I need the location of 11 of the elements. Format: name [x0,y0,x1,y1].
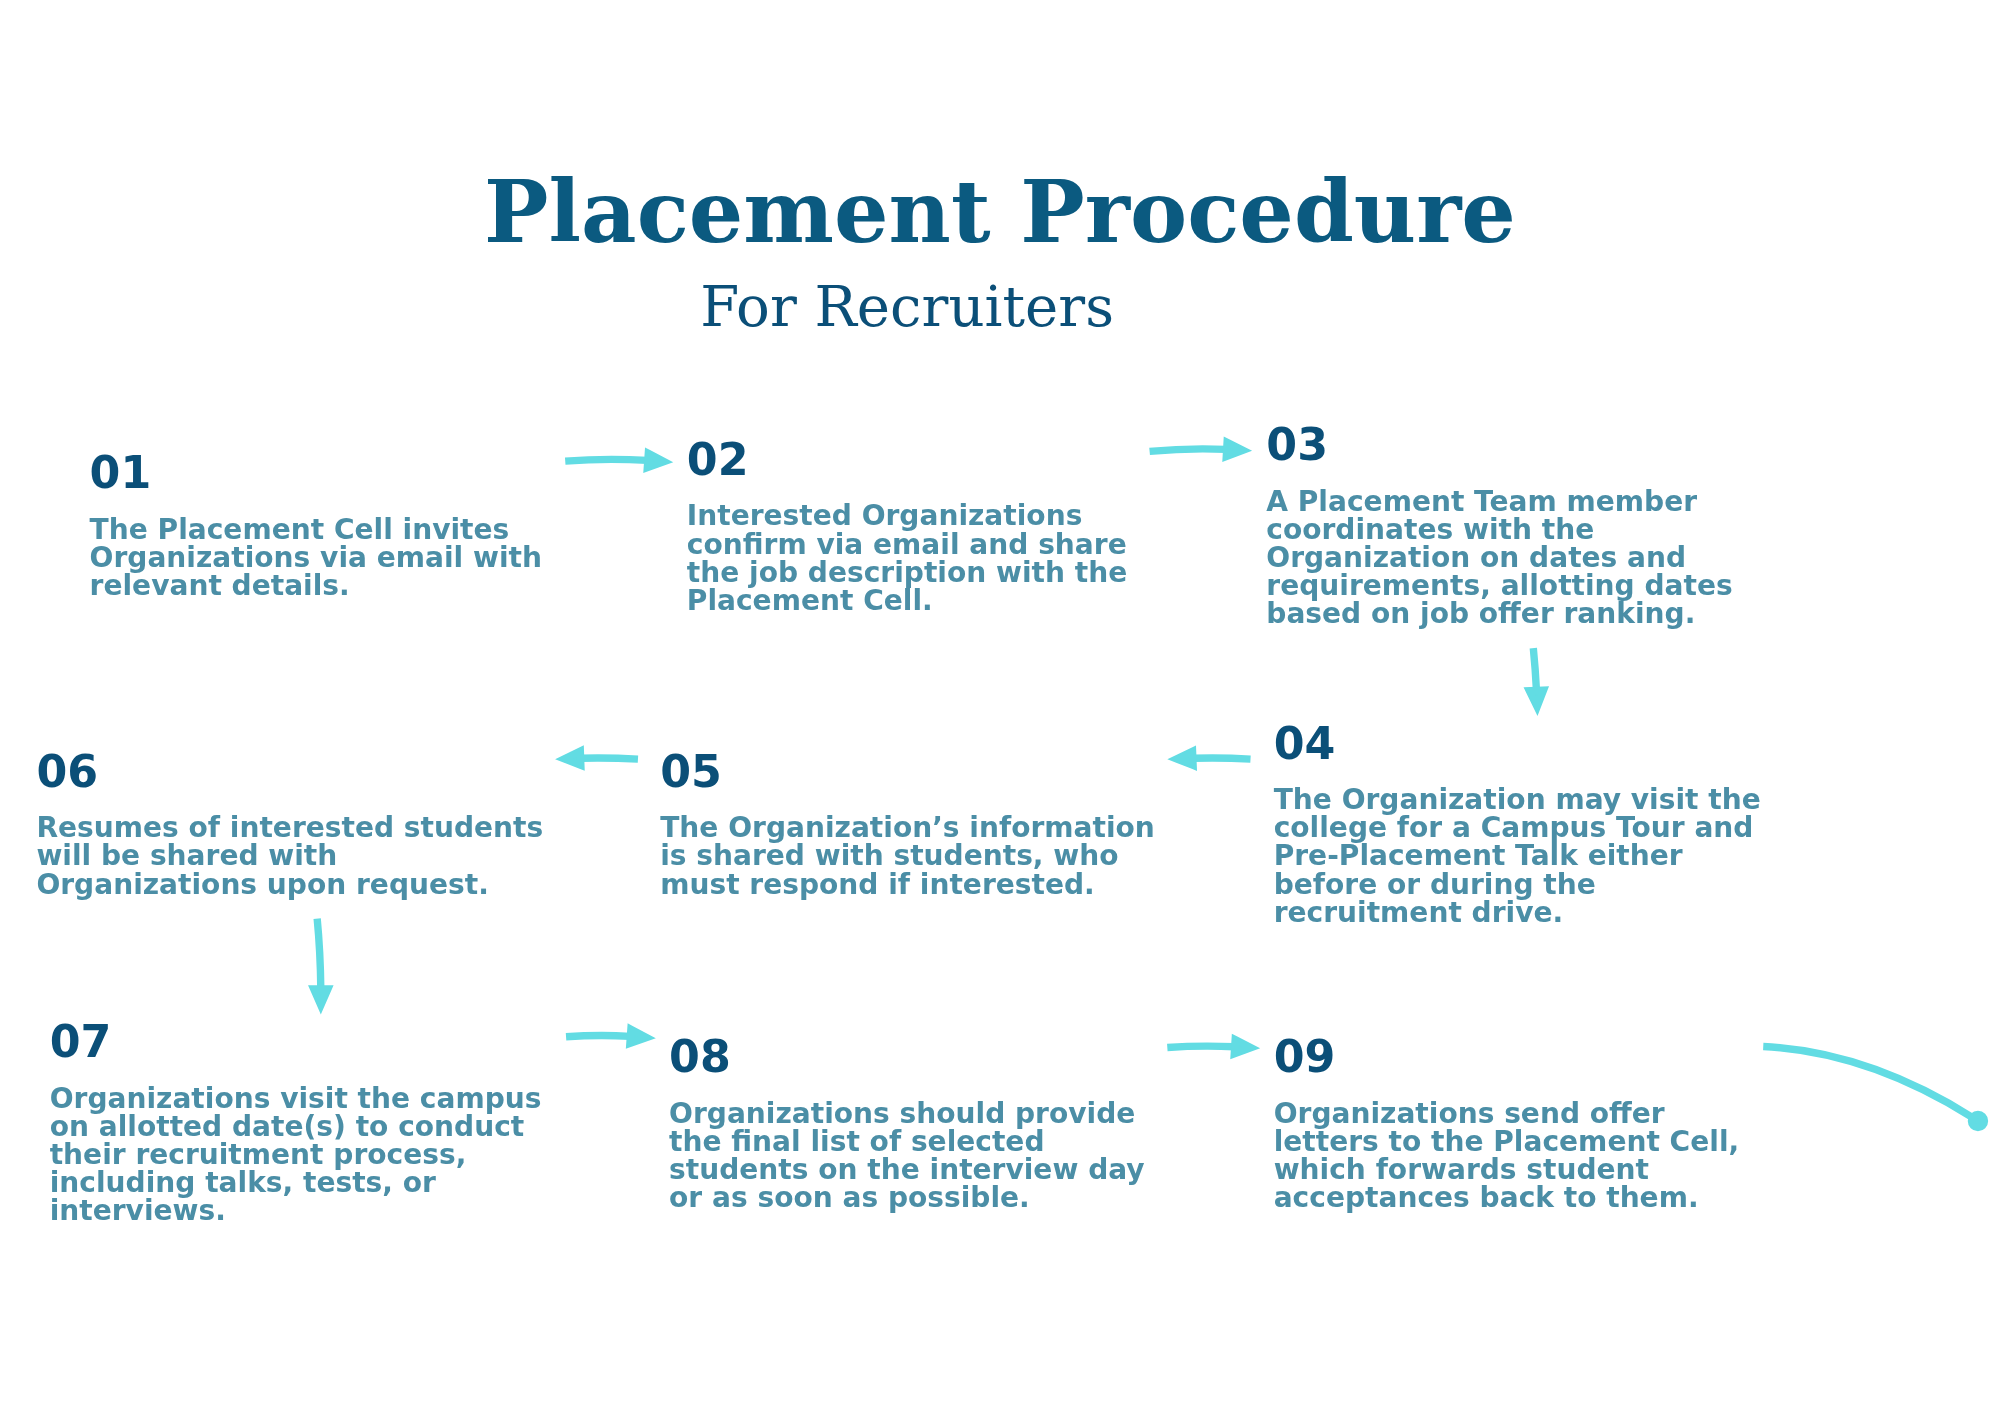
node-text: 05 The Organization’s information is shared with students, who must respond if interested. [660,745,1155,901]
node-text: 07 Organizations visit the campus on allotted date(s) to conduct their recruitment process, including talks, tests, or interviews. [49,1016,542,1228]
diagram-title: Placement Procedure [484,161,1516,262]
node-text: 08 Organizations should provide the final list of selected students on the interview day or as soon as possible. [669,1031,1145,1214]
node-text: 09 Organizations send offer letters to the Placement Cell, which forwards student acceptances back to them. [1273,1031,1740,1214]
node-text: 02 Interested Organizations confirm via email and share the job description with the Placement Cell. [686,433,1128,617]
node-text: 01 The Placement Cell invites Organizations via email with relevant details. [89,447,542,602]
node-text: 03 A Placement Team member coordinates with the Organization on dates and requirements, allotting dates based on job offer ranking. [1266,419,1733,631]
node-text: 04 The Organization may visit the college for a Campus Tour and Pre-Placement Talk either before or during the recruitment drive. [1273,717,1761,929]
node-text: 06 Resumes of interested students will be shared with Organizations upon request. [36,745,544,901]
label: For Recruiters [700,274,1114,340]
